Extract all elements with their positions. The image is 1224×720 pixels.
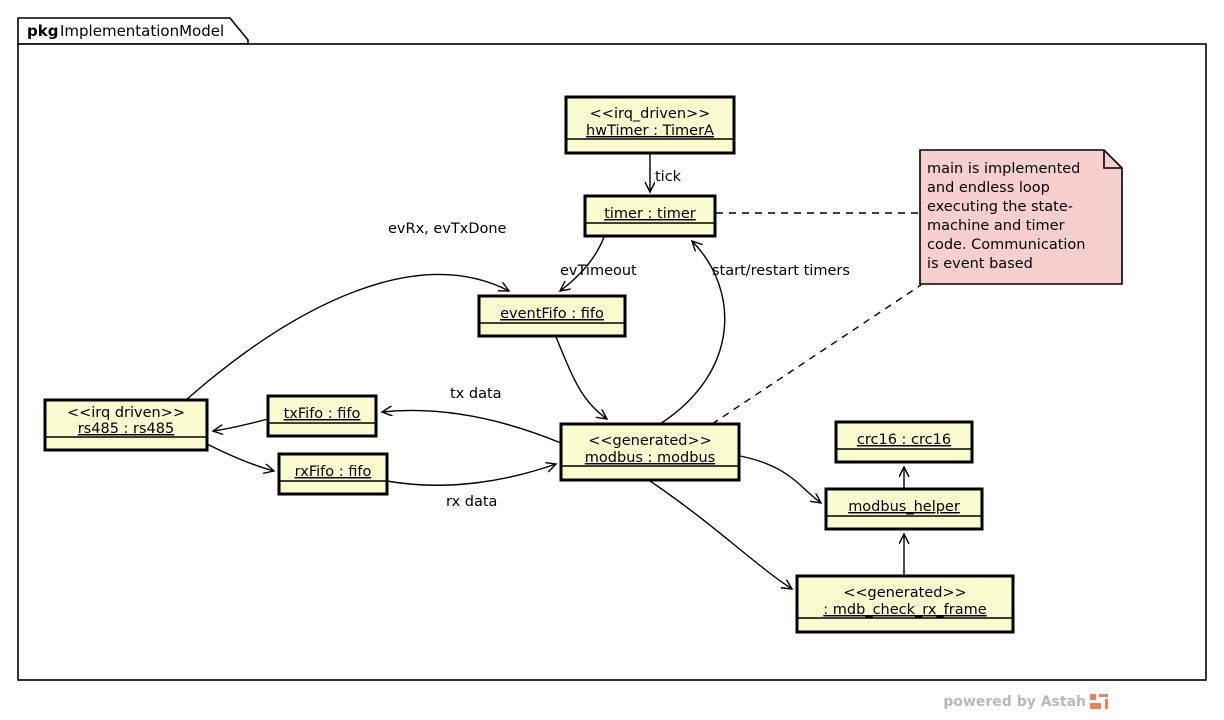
class-node-hwtimer[interactable]: <<irq_driven>> hwTimer : TimerA xyxy=(564,95,736,155)
note-line-5: code. Communication xyxy=(927,237,1085,253)
note-body[interactable] xyxy=(919,149,1123,285)
class-stereotype-mdb-check-rx-frame: <<generated>> xyxy=(843,585,967,601)
class-name-modbus: modbus : modbus xyxy=(585,450,715,466)
class-node-crc16[interactable]: crc16 : crc16 xyxy=(834,420,974,464)
note-line-2: and endless loop xyxy=(927,180,1050,196)
connection-modbus-to-timer xyxy=(659,241,726,425)
connection-txfifo-to-rs485 xyxy=(213,418,269,431)
connection-rs485-to-rxfifo xyxy=(206,443,274,471)
watermark-label: powered by Astah xyxy=(943,694,1086,710)
class-box-crc16[interactable] xyxy=(834,420,974,464)
note-line-6: is event based xyxy=(927,256,1033,272)
class-name-crc16: crc16 : crc16 xyxy=(857,432,951,448)
class-name-mdb-check-rx-frame: : mdb_check_rx_frame xyxy=(823,602,986,618)
class-node-eventfifo[interactable]: eventFifo : fifo xyxy=(477,294,627,338)
connection-rxfifo-to-modbus xyxy=(386,464,556,486)
class-name-hwtimer: hwTimer : TimerA xyxy=(586,123,714,139)
class-box-modbus-helper[interactable] xyxy=(824,487,984,531)
connection-eventfifo-to-modbus xyxy=(555,336,607,419)
class-name-rxfifo: rxFifo : fifo xyxy=(295,464,372,480)
astah-watermark: powered by Astah xyxy=(943,694,1108,710)
class-node-rs485[interactable]: <<irq driven>> rs485 : rs485 xyxy=(43,398,209,452)
edge-label-tick: tick xyxy=(655,169,682,185)
connection-modbus-to-txfifo xyxy=(382,410,562,444)
class-name-rs485: rs485 : rs485 xyxy=(78,421,175,437)
class-stereotype-rs485: <<irq driven>> xyxy=(67,405,185,421)
class-name-modbus-helper: modbus_helper xyxy=(848,499,960,515)
connection-rs485-to-eventfifo xyxy=(185,273,509,401)
connection-modbus-to-mdb-check xyxy=(649,480,792,589)
edge-label-tx-data: tx data xyxy=(450,386,502,402)
note-main[interactable]: main is implemented and endless loop exe… xyxy=(919,149,1123,285)
class-box-txfifo[interactable] xyxy=(266,394,378,438)
edge-label-evrx-evtxdone: evRx, evTxDone xyxy=(388,221,507,237)
class-node-modbus[interactable]: <<generated>> modbus : modbus xyxy=(559,422,741,482)
class-stereotype-hwtimer: <<irq_driven>> xyxy=(590,106,711,122)
package-keyword: pkg xyxy=(27,22,58,40)
class-name-timer: timer : timer xyxy=(604,206,696,222)
astah-logo-icon xyxy=(1090,694,1108,709)
connection-timer-to-eventfifo xyxy=(560,236,605,291)
edge-label-rx-data: rx data xyxy=(446,494,497,510)
note-fold-icon xyxy=(1103,150,1122,169)
class-box-modbus[interactable] xyxy=(559,422,741,482)
class-box-rxfifo[interactable] xyxy=(277,452,389,496)
class-node-rxfifo[interactable]: rxFifo : fifo xyxy=(277,452,389,496)
class-node-mdb-check-rx-frame[interactable]: <<generated>> : mdb_check_rx_frame xyxy=(795,574,1015,634)
class-box-timer[interactable] xyxy=(583,194,717,238)
class-node-timer[interactable]: timer : timer xyxy=(583,194,717,238)
note-line-4: machine and timer xyxy=(927,218,1065,234)
class-node-txfifo[interactable]: txFifo : fifo xyxy=(266,394,378,438)
class-box-mdb-check-rx-frame[interactable] xyxy=(795,574,1015,634)
edge-labels-layer: tick evRx, evTxDone evTimeout start/rest… xyxy=(388,169,850,510)
edge-label-evtimeout: evTimeout xyxy=(560,263,637,279)
class-node-modbus-helper[interactable]: modbus_helper xyxy=(824,487,984,531)
connection-modbus-to-note xyxy=(711,284,922,425)
class-name-eventfifo: eventFifo : fifo xyxy=(500,306,604,322)
connection-modbus-to-modbus-helper xyxy=(739,455,821,503)
edge-label-start-restart-timers: start/restart timers xyxy=(712,263,850,279)
note-line-3: executing the state- xyxy=(927,199,1073,215)
class-stereotype-modbus: <<generated>> xyxy=(588,433,712,449)
class-box-eventfifo[interactable] xyxy=(477,294,627,338)
note-line-1: main is implemented xyxy=(927,161,1080,177)
class-box-hwtimer[interactable] xyxy=(564,95,736,155)
package-name: ImplementationModel xyxy=(60,22,224,40)
connections-layer xyxy=(185,153,922,589)
class-name-txfifo: txFifo : fifo xyxy=(284,406,361,422)
class-box-rs485[interactable] xyxy=(43,398,209,452)
